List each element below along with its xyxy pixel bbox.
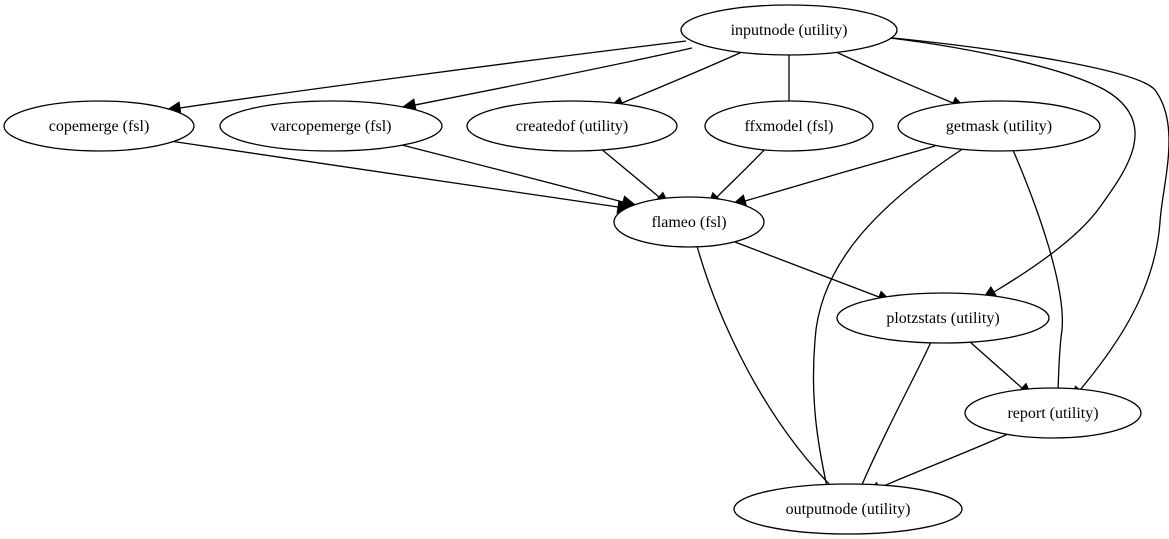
node-getmask: getmask (utility) <box>897 100 1101 152</box>
node-ellipse <box>466 100 678 152</box>
node-ellipse <box>836 292 1050 344</box>
edge-inputnode-createdof <box>608 51 743 110</box>
node-ffxmodel: ffxmodel (fsl) <box>704 100 874 152</box>
node-ellipse <box>680 4 898 56</box>
node-label: copemerge (fsl) <box>49 118 150 135</box>
edge-inputnode-getmask <box>833 50 967 110</box>
edge-createdof-flameo <box>599 147 670 207</box>
node-ellipse <box>3 100 195 152</box>
node-report: report (utility) <box>964 387 1142 439</box>
node-label: flameo (fsl) <box>651 214 726 231</box>
node-ellipse <box>704 100 874 152</box>
edge-line <box>621 51 743 104</box>
edge-line <box>169 140 619 208</box>
edge-report-outputnode <box>866 433 1009 495</box>
edge-copemerge-flameo <box>169 140 633 214</box>
edge-getmask-report <box>1012 149 1065 405</box>
edge-line <box>744 145 936 202</box>
edge-flameo-plotzstats <box>734 241 893 304</box>
edge-line <box>1012 149 1064 391</box>
edge-plotzstats-report <box>969 341 1033 398</box>
edge-line <box>716 147 767 198</box>
node-ellipse <box>733 483 963 535</box>
edge-inputnode-plotzstats <box>889 37 1136 300</box>
edge-line <box>734 241 880 298</box>
node-label: createdof (utility) <box>516 118 628 135</box>
edge-inputnode-report <box>892 37 1169 401</box>
node-inputnode: inputnode (utility) <box>680 4 898 56</box>
node-flameo: flameo (fsl) <box>613 196 765 248</box>
edge-line <box>401 144 624 203</box>
edge-plotzstats-outputnode <box>854 341 932 501</box>
node-ellipse <box>964 387 1142 439</box>
edge-line <box>860 341 932 488</box>
node-label: getmask (utility) <box>946 118 1052 135</box>
edge-line <box>414 47 693 106</box>
node-plotzstats: plotzstats (utility) <box>836 292 1050 344</box>
edge-varcopemerge-flameo <box>401 144 637 209</box>
node-label: outputnode (utility) <box>786 501 911 518</box>
edge-line <box>696 245 835 490</box>
node-ellipse <box>613 196 765 248</box>
node-label: plotzstats (utility) <box>886 310 999 327</box>
node-label: report (utility) <box>1007 405 1098 422</box>
edge-getmask-flameo <box>731 145 936 208</box>
node-createdof: createdof (utility) <box>466 100 678 152</box>
edge-line <box>969 341 1023 389</box>
node-label: ffxmodel (fsl) <box>744 118 833 135</box>
node-label: inputnode (utility) <box>731 22 848 39</box>
node-ellipse <box>897 100 1101 152</box>
nodes-layer: inputnode (utility) copemerge (fsl) varcop… <box>3 4 1142 535</box>
edge-line <box>599 147 660 198</box>
node-outputnode: outputnode (utility) <box>733 483 963 535</box>
node-varcopemerge: varcopemerge (fsl) <box>219 100 443 152</box>
node-label: varcopemerge (fsl) <box>271 118 392 135</box>
edge-line <box>179 40 687 109</box>
edge-line <box>833 50 954 104</box>
node-copemerge: copemerge (fsl) <box>3 100 195 152</box>
edge-line <box>889 37 1136 293</box>
node-ellipse <box>219 100 443 152</box>
edge-line <box>878 433 1009 489</box>
edge-line <box>812 147 965 488</box>
